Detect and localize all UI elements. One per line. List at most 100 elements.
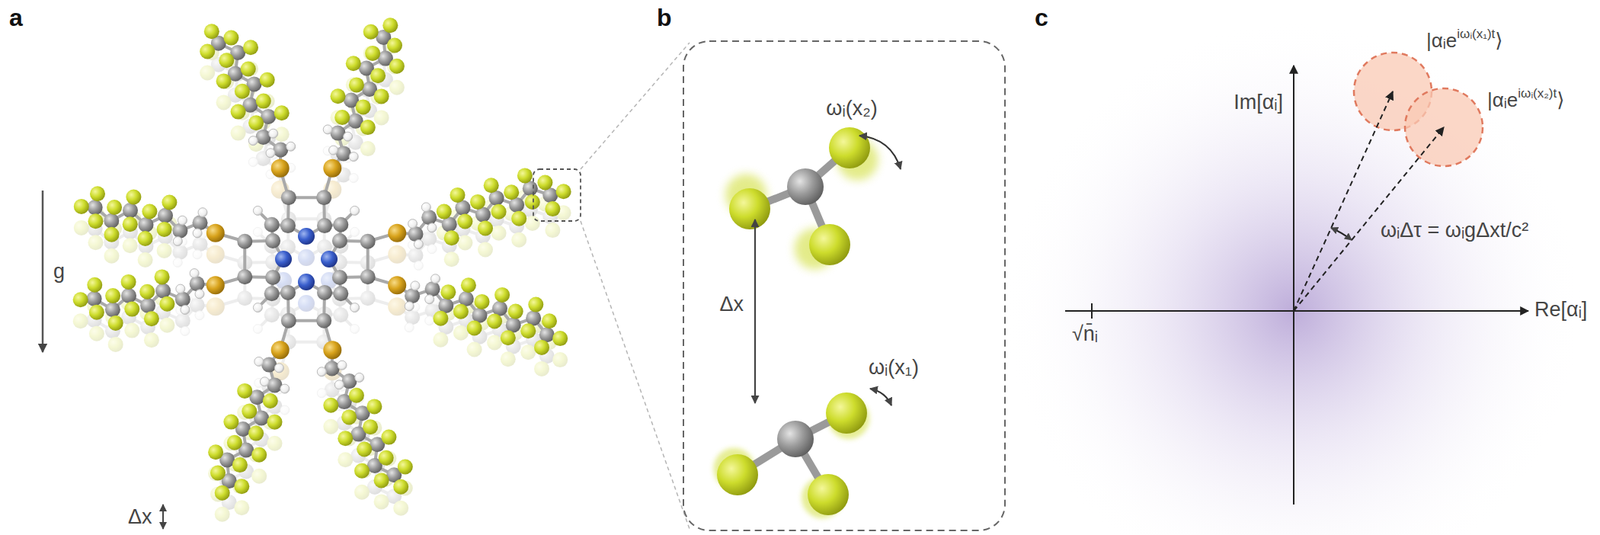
atom <box>329 145 339 155</box>
atom <box>534 339 550 356</box>
atom <box>189 275 205 292</box>
atom <box>281 189 297 205</box>
atom <box>137 230 154 247</box>
atom <box>354 463 370 479</box>
atom <box>825 392 868 434</box>
atom <box>413 261 423 271</box>
atom <box>483 177 500 193</box>
atom <box>297 294 315 312</box>
atom <box>517 167 533 183</box>
atom <box>556 183 572 199</box>
atom <box>88 234 104 250</box>
atom <box>541 313 557 329</box>
atom <box>180 326 190 336</box>
atom <box>155 283 171 299</box>
atom <box>144 310 160 327</box>
atom <box>89 304 105 320</box>
atom <box>210 465 226 481</box>
atom <box>404 301 414 311</box>
atom <box>240 61 256 77</box>
atom <box>144 332 160 348</box>
atom <box>280 405 290 415</box>
atom <box>362 419 378 435</box>
atom <box>73 291 89 308</box>
atom <box>348 76 365 93</box>
atom <box>332 217 349 233</box>
atom <box>777 420 814 458</box>
atom <box>108 315 124 331</box>
atom <box>236 383 253 399</box>
atom <box>268 128 279 138</box>
atom <box>330 88 346 104</box>
atom <box>297 227 315 245</box>
atom <box>477 242 493 258</box>
atom <box>544 201 560 217</box>
atom <box>73 220 90 236</box>
atom <box>137 252 154 268</box>
atom <box>408 226 424 242</box>
atom <box>264 217 280 233</box>
atom <box>457 235 473 251</box>
atom <box>175 313 191 329</box>
atom <box>122 202 138 218</box>
atom <box>316 367 327 377</box>
ket-label: |αᵢeiωᵢ(x₁)t⟩ <box>1426 25 1504 55</box>
atom <box>259 72 276 88</box>
atom <box>408 219 418 229</box>
atom <box>350 303 360 313</box>
atom <box>316 313 332 329</box>
atom <box>334 380 344 390</box>
atom <box>286 141 296 151</box>
atom <box>159 317 175 333</box>
atom <box>192 249 202 260</box>
atom <box>243 39 259 55</box>
atom <box>404 309 420 325</box>
atom <box>486 313 503 330</box>
atom <box>223 414 239 430</box>
gravity-label: g <box>53 259 65 284</box>
atom <box>89 185 106 202</box>
atom <box>427 244 437 254</box>
imaginary-axis <box>1292 65 1295 505</box>
atom <box>103 213 119 229</box>
atom <box>356 441 372 458</box>
atom <box>323 159 342 178</box>
atom <box>524 215 541 231</box>
displacement-arrow <box>754 219 756 404</box>
atom <box>393 500 409 516</box>
atom <box>337 360 347 370</box>
atom <box>122 216 138 232</box>
atom <box>425 316 435 326</box>
atom <box>195 310 205 320</box>
atom <box>324 361 340 377</box>
atom <box>156 243 173 259</box>
atom <box>280 284 296 301</box>
atom <box>199 65 215 81</box>
atom <box>159 296 175 312</box>
atom <box>387 297 407 316</box>
atom <box>206 297 225 316</box>
atom <box>323 419 339 435</box>
ket-exponent: iωᵢ(x₁)t <box>1456 26 1495 42</box>
atom <box>552 352 568 368</box>
atom <box>387 275 407 295</box>
atom <box>256 129 272 145</box>
atom <box>552 330 568 346</box>
atom <box>494 287 510 303</box>
atom <box>350 227 360 237</box>
atom <box>192 228 202 238</box>
atom <box>105 288 121 304</box>
atom <box>206 245 225 264</box>
atom <box>172 244 188 260</box>
atom <box>254 356 264 366</box>
atom <box>355 99 372 115</box>
atom <box>332 233 348 249</box>
real-axis <box>1065 310 1529 312</box>
atom <box>387 224 407 243</box>
atom <box>440 284 456 300</box>
atom <box>366 398 382 414</box>
atom <box>470 194 486 210</box>
atom <box>252 227 263 237</box>
atom <box>323 397 339 413</box>
atom <box>236 268 253 285</box>
